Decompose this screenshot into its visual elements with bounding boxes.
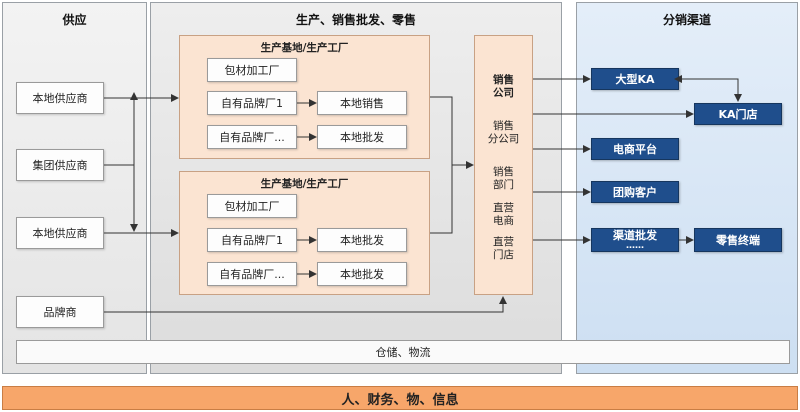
large-ka[interactable]: 大型KA	[591, 68, 679, 90]
sales-company-line2: 公司	[493, 87, 514, 99]
channel-wholesale-line1: 渠道批发	[613, 229, 657, 242]
packaging-factory-1[interactable]: 包材加工厂	[207, 58, 297, 82]
large-ka-label: 大型KA	[615, 72, 655, 86]
direct-ecom-line1: 直营	[493, 202, 514, 214]
sales-company-column[interactable]: 销售 公司 销售 分公司 销售 部门 直营 电商 直营 门店	[474, 35, 533, 295]
ka-store-label: KA门店	[718, 107, 758, 121]
sales-dept-line2: 部门	[493, 179, 514, 191]
ecommerce-platform[interactable]: 电商平台	[591, 138, 679, 160]
supply-title: 供应	[62, 13, 87, 27]
distribution-title: 分销渠道	[662, 13, 711, 27]
sales-company-line1: 销售	[493, 74, 514, 86]
production-base-1-title: 生产基地/生产工厂	[260, 42, 349, 54]
supplier-local-1[interactable]: 本地供应商	[16, 82, 104, 114]
brand-owner[interactable]: 品牌商	[16, 296, 104, 328]
group-buy-label: 团购客户	[613, 185, 657, 199]
local-wholesale-2b[interactable]: 本地批发	[317, 262, 407, 286]
own-brand-factory-2a[interactable]: 自有品牌厂1	[207, 228, 297, 252]
local-wholesale-1[interactable]: 本地批发	[317, 125, 407, 149]
packaging-factory-2[interactable]: 包材加工厂	[207, 194, 297, 218]
own-brand-factory-2b[interactable]: 自有品牌厂...	[207, 262, 297, 286]
channel-wholesale[interactable]: 渠道批发 ……	[591, 228, 679, 252]
ka-store[interactable]: KA门店	[694, 103, 782, 125]
own-brand-factory-1b[interactable]: 自有品牌厂...	[207, 125, 297, 149]
channel-wholesale-line2: ……	[626, 241, 644, 251]
own-brand-factory-1a[interactable]: 自有品牌厂1	[207, 91, 297, 115]
sales-dept-line1: 销售	[493, 166, 514, 178]
direct-store-line1: 直营	[493, 236, 514, 248]
production-title: 生产、销售批发、零售	[295, 13, 416, 27]
direct-ecom-line2: 电商	[493, 215, 514, 227]
storage-logistics-bar: 仓储、物流	[16, 340, 790, 364]
group-buy-customer[interactable]: 团购客户	[591, 181, 679, 203]
supplier-local-2[interactable]: 本地供应商	[16, 217, 104, 249]
production-base-2-title: 生产基地/生产工厂	[260, 178, 349, 190]
direct-store-line2: 门店	[493, 249, 514, 261]
sales-branch-line2: 分公司	[487, 133, 520, 145]
local-sales-1[interactable]: 本地销售	[317, 91, 407, 115]
ecommerce-label: 电商平台	[613, 142, 657, 156]
footer-bar: 人、财务、物、信息	[2, 386, 798, 410]
sales-branch-line1: 销售	[493, 120, 514, 132]
retail-terminal[interactable]: 零售终端	[694, 228, 782, 252]
local-wholesale-2a[interactable]: 本地批发	[317, 228, 407, 252]
supplier-group[interactable]: 集团供应商	[16, 149, 104, 181]
retail-terminal-label: 零售终端	[716, 233, 760, 247]
